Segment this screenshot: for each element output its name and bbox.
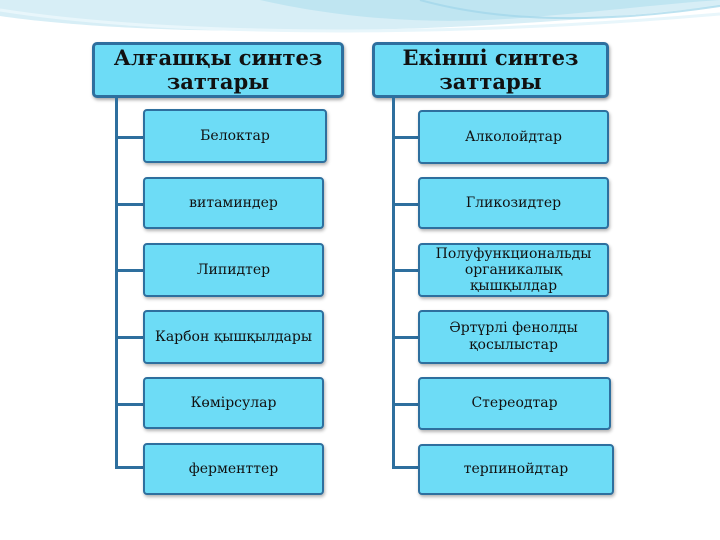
left-trunk-line <box>115 98 118 468</box>
right-item-alkaloids: Алколойдтар <box>418 110 609 164</box>
right-connector <box>392 136 420 139</box>
right-item-phenolic-compounds: Әртүрлі фенолды қосылыстар <box>418 310 609 364</box>
right-connector <box>392 203 420 206</box>
right-connector <box>392 403 420 406</box>
left-connector <box>115 136 145 139</box>
left-item-carbohydrates: Көмірсулар <box>143 377 324 429</box>
left-connector <box>115 203 145 206</box>
left-item-enzymes: ферменттер <box>143 443 324 495</box>
right-item-polyfunctional-acids: Полуфункциональды органикалық қышқылдар <box>418 243 609 297</box>
right-trunk-line <box>392 98 395 468</box>
left-connector <box>115 403 145 406</box>
right-item-glycosides: Гликозидтер <box>418 177 609 229</box>
primary-synthesis-header: Алғашқы синтез заттары <box>92 42 344 98</box>
right-item-steroids: Стереодтар <box>418 377 611 430</box>
right-connector <box>392 269 420 272</box>
left-connector <box>115 269 145 272</box>
left-item-vitamins: витаминдер <box>143 177 324 229</box>
left-item-lipids: Липидтер <box>143 243 324 297</box>
left-item-carboxylic-acids: Карбон қышқылдары <box>143 310 324 364</box>
secondary-synthesis-header: Екінші синтез заттары <box>372 42 609 98</box>
top-swoosh-decoration <box>0 0 720 33</box>
left-connector <box>115 336 145 339</box>
left-item-proteins: Белоктар <box>143 109 327 163</box>
right-item-terpenoids: терпинойдтар <box>418 444 614 495</box>
left-connector <box>115 466 145 469</box>
right-connector <box>392 336 420 339</box>
right-connector <box>392 466 420 469</box>
